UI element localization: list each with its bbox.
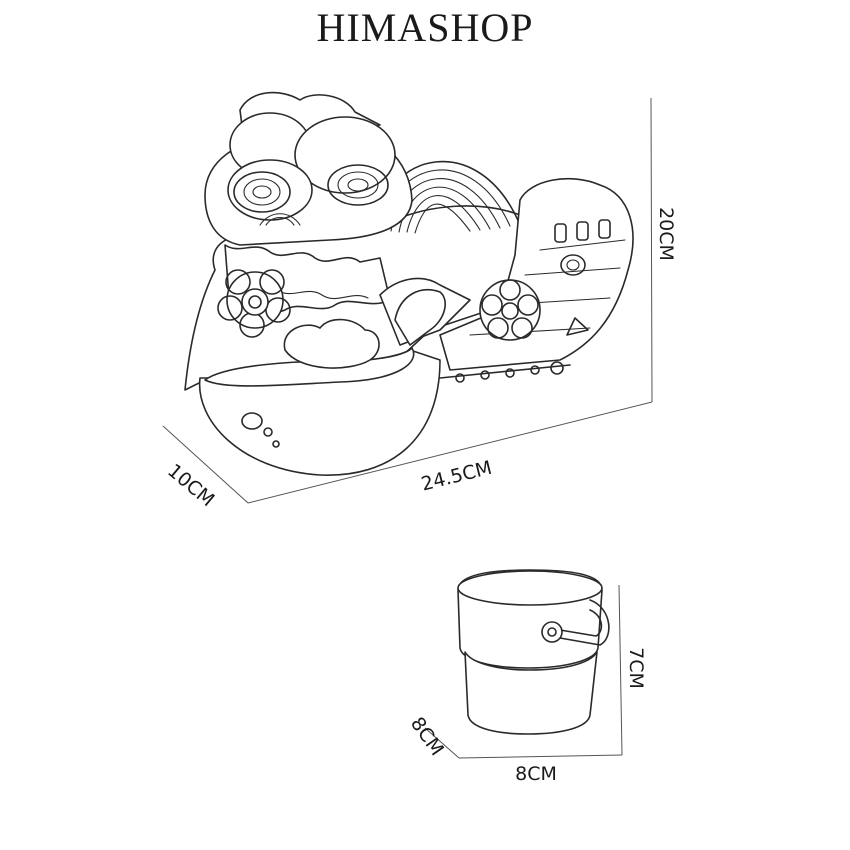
cup-illustration <box>457 569 610 735</box>
tub-dots <box>241 412 280 448</box>
flower-wheel <box>479 279 541 341</box>
cup-depth-label: 8CM <box>406 713 448 760</box>
brand-title: HIMASHOP <box>316 5 534 50</box>
bath-toy-illustration <box>184 91 634 476</box>
toy-dimension-lines <box>162 97 653 504</box>
rail-bumps <box>439 361 571 383</box>
water-wheels <box>227 112 396 226</box>
cup-height-label: 7CM <box>625 647 647 689</box>
cup-width-label: 8CM <box>515 763 557 785</box>
toy-depth-label: 10CM <box>163 460 218 511</box>
cup-dimension-lines <box>424 584 623 759</box>
toy-height-label: 20CM <box>655 207 677 261</box>
left-flower <box>217 269 291 338</box>
toy-width-label: 24.5CM <box>419 457 494 496</box>
